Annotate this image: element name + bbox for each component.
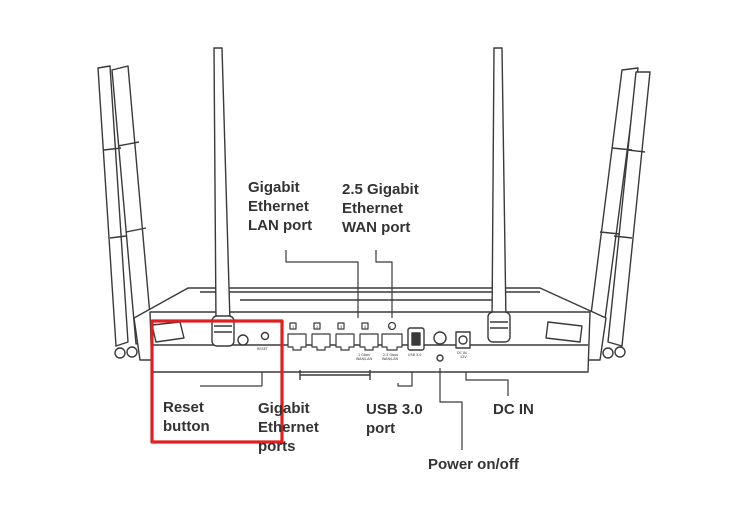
wan-port [381, 321, 403, 351]
usb-panel-label: USB 3.0 [408, 353, 421, 357]
label-lan-port: Gigabit Ethernet LAN port [248, 178, 312, 235]
label-reset-line1: Reset [163, 399, 204, 416]
label-power: Power on/off [428, 455, 519, 474]
label-dc-in: DC IN [493, 400, 534, 419]
callout-lines [200, 250, 509, 450]
label-lan-port-line1: Gigabit [248, 179, 300, 196]
reset-hole [237, 334, 249, 346]
dc-panel-voltage: 12V [460, 355, 467, 359]
wan-port-symbol: ⌀ [389, 325, 391, 329]
label-reset-button: Reset button [163, 398, 210, 436]
antenna-right-middle [487, 47, 511, 343]
dc-in-jack [455, 331, 471, 349]
lan-port-number-2: 2 [316, 325, 318, 329]
label-wan-port-line1: 2.5 Gigabit [342, 181, 419, 198]
label-usb-port: USB 3.0 port [366, 400, 423, 438]
lan-caption-line2: WAN/LAN [356, 357, 372, 361]
label-wan-port-line2: Ethernet [342, 200, 403, 217]
label-lan-port-line2: Ethernet [248, 198, 309, 215]
label-wan-port-line3: WAN port [342, 219, 411, 236]
reset-button-icon [260, 331, 270, 341]
label-usb-line2: port [366, 420, 396, 437]
label-dc-in-text: DC IN [493, 401, 534, 418]
panel-reset-label: RESET [257, 347, 269, 351]
antenna-left-outer [97, 65, 153, 359]
label-power-text: Power on/off [428, 456, 519, 473]
power-button [433, 331, 447, 345]
label-gigabit-ports-line3: ports [258, 438, 296, 455]
label-lan-port-line3: LAN port [248, 217, 313, 234]
wan-caption-line1: 2.5 Gbps [383, 353, 398, 357]
label-usb-line1: USB 3.0 [366, 401, 423, 418]
usb-port [407, 327, 425, 351]
dc-panel-label: DC IN [457, 351, 467, 355]
lan-port-number-1: 1 [292, 325, 294, 329]
wan-caption-line2: WAN/LAN [382, 357, 398, 361]
label-wan-port: 2.5 Gigabit Ethernet WAN port [342, 180, 419, 237]
label-gigabit-ports-line1: Gigabit [258, 400, 310, 417]
label-gigabit-ports-line2: Ethernet [258, 419, 319, 436]
lan-port-number-4: 4 [364, 325, 366, 329]
lan-caption-line1: 1 Gbps [358, 353, 370, 357]
label-reset-line2: button [163, 418, 210, 435]
label-gigabit-ports: Gigabit Ethernet ports [258, 399, 319, 456]
reset-highlight-box [150, 319, 284, 444]
antenna-left-middle [211, 47, 235, 347]
lan-port-number-3: 3 [340, 325, 342, 329]
power-led [436, 354, 444, 362]
lan-ports [287, 322, 379, 351]
